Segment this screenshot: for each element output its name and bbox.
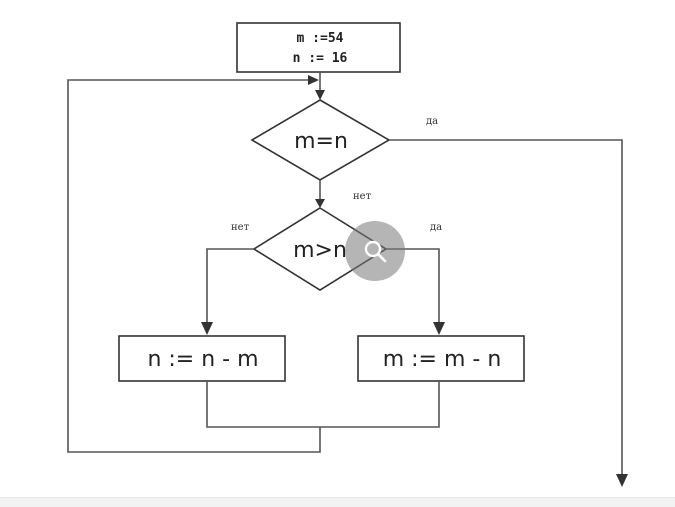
decision1-no-label: нет (353, 191, 372, 202)
loop-back-line (67, 79, 321, 453)
arrowhead-right-process (433, 322, 445, 335)
process-left-text: n := n - m (147, 347, 258, 372)
init-line-n: n := 16 (293, 51, 348, 66)
init-block (236, 22, 401, 73)
arrowhead-left-process (201, 322, 213, 335)
exit-arrowhead (616, 474, 628, 487)
process-right-text: m := m - n (383, 347, 502, 372)
no-branch-line (206, 248, 254, 325)
decision2-no-label: нет (231, 222, 250, 233)
bottom-strip (0, 497, 675, 507)
decision2-condition: m>n (293, 238, 347, 263)
arrowhead-decision1 (315, 90, 325, 100)
decision2-yes-label: да (430, 222, 442, 233)
magnifier-icon (364, 240, 387, 263)
init-line-m: m :=54 (297, 31, 344, 46)
process-n-minus-m (118, 335, 286, 382)
process-m-minus-n (357, 335, 525, 382)
arrowhead-decision2 (315, 199, 325, 208)
zoom-button[interactable] (345, 221, 405, 281)
merge-line (206, 381, 440, 428)
loop-arrowhead (308, 75, 319, 85)
decision1-yes-label: да (426, 116, 438, 127)
decision1-condition: m=n (294, 129, 348, 154)
yes-exit-line (389, 139, 623, 476)
